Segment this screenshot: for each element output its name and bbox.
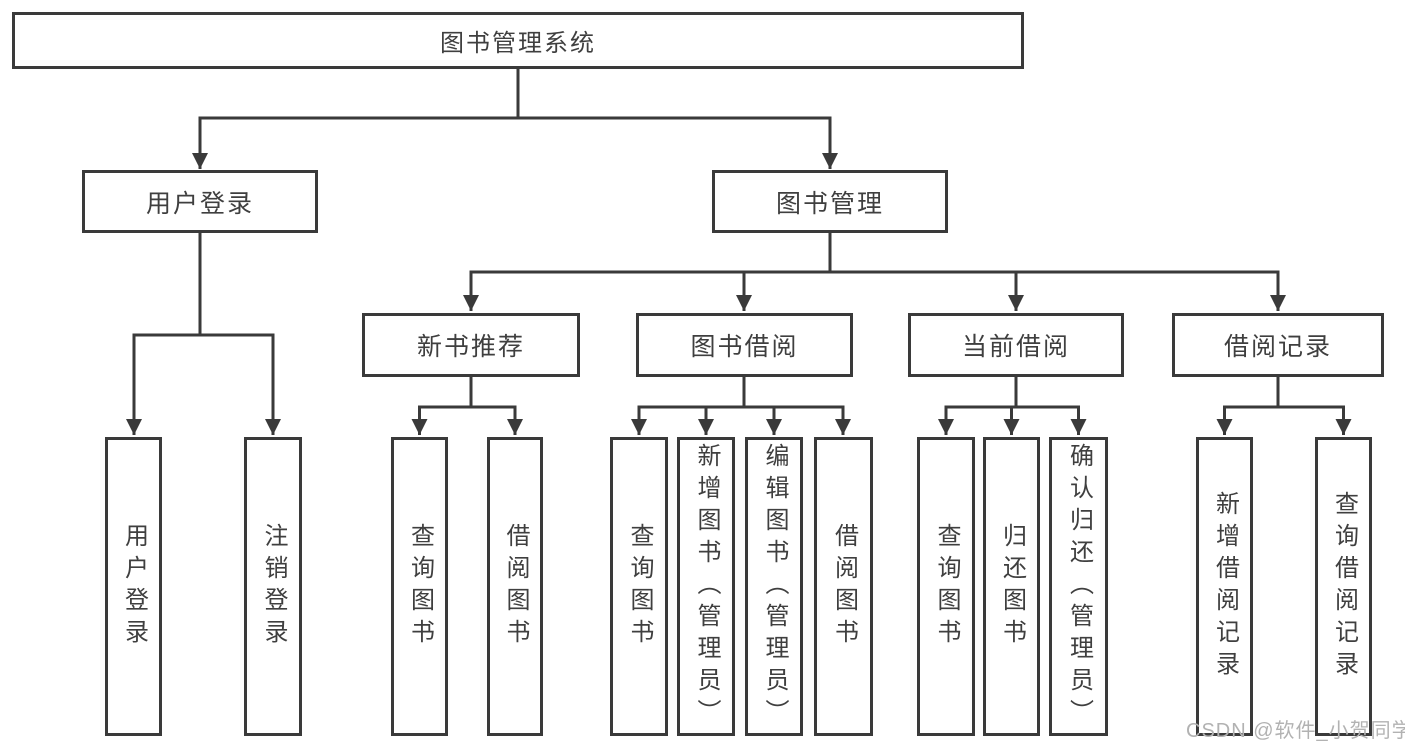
- leaf-cb-confirm-return-admin: 确认归还（管理员）: [1049, 437, 1108, 736]
- leaf-cb-return-books: 归还图书: [983, 437, 1040, 736]
- connector-borrow-records-children: [1216, 377, 1352, 435]
- leaf-bb-add-books-admin: 新增图书（管理员）: [677, 437, 735, 736]
- node-user-login: 用户登录: [82, 170, 318, 233]
- connector-book-management-to-level3: [463, 233, 1286, 311]
- leaf-br-query-record: 查询借阅记录: [1315, 437, 1372, 736]
- leaf-nbr-borrow-books: 借阅图书: [487, 437, 543, 736]
- leaf-bb-query-books: 查询图书: [610, 437, 668, 736]
- node-borrow-records: 借阅记录: [1172, 313, 1384, 377]
- leaf-user-login: 用户登录: [105, 437, 162, 736]
- leaf-br-add-record: 新增借阅记录: [1196, 437, 1253, 736]
- connector-root-to-level2: [192, 69, 838, 169]
- connector-user-login-children: [126, 233, 281, 435]
- connector-current-borrow-children: [938, 377, 1087, 435]
- node-new-book-recommend: 新书推荐: [362, 313, 580, 377]
- leaf-logout: 注销登录: [244, 437, 302, 736]
- node-book-management: 图书管理: [712, 170, 948, 233]
- leaf-cb-query-books: 查询图书: [917, 437, 975, 736]
- node-book-borrow: 图书借阅: [636, 313, 853, 377]
- connector-book-borrow-children: [631, 377, 851, 435]
- leaf-bb-borrow-books: 借阅图书: [814, 437, 873, 736]
- connector-new-book-recommend-children: [411, 377, 523, 435]
- csdn-watermark: CSDN @软件_小贺同学: [1186, 720, 1405, 742]
- node-root-library-management-system: 图书管理系统: [12, 12, 1024, 69]
- leaf-nbr-query-books: 查询图书: [391, 437, 448, 736]
- leaf-bb-edit-books-admin: 编辑图书（管理员）: [745, 437, 803, 736]
- node-current-borrow: 当前借阅: [908, 313, 1124, 377]
